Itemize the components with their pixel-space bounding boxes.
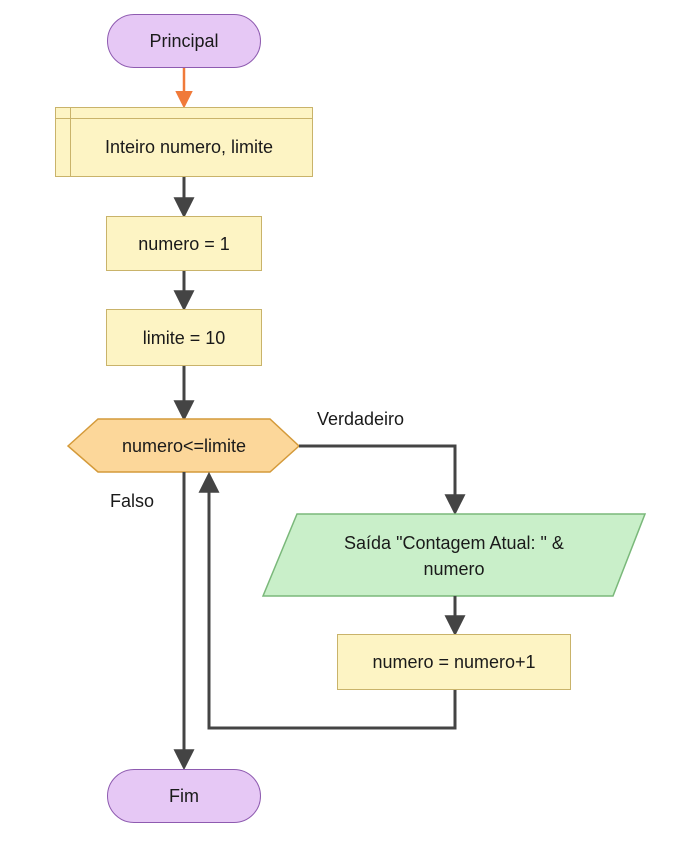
increment-block: numero = numero+1 bbox=[337, 634, 571, 690]
arrow-condition-true-to-output bbox=[299, 444, 466, 516]
start-terminal-label: Principal bbox=[149, 31, 219, 51]
condition-label: numero<=limite bbox=[122, 436, 246, 456]
arrow-increment-loop-back bbox=[198, 471, 457, 730]
increment-label: numero = numero+1 bbox=[372, 652, 536, 672]
assign-limite-block: limite = 10 bbox=[106, 309, 262, 366]
declaration-block: Inteiro numero, limite bbox=[55, 107, 313, 177]
assign-numero-label: numero = 1 bbox=[138, 233, 230, 254]
declaration-label: Inteiro numero, limite bbox=[104, 137, 274, 157]
assign-numero-block: numero = 1 bbox=[106, 216, 262, 271]
declaration-inner-line-h bbox=[56, 118, 312, 119]
output-shape bbox=[261, 513, 647, 597]
start-terminal: Principal bbox=[107, 14, 261, 68]
declaration-inner-line-v bbox=[70, 108, 71, 176]
end-terminal-label: Fim bbox=[169, 786, 199, 806]
edge-label-true: Verdadeiro bbox=[317, 409, 404, 429]
end-terminal: Fim bbox=[107, 769, 261, 823]
output-label-line2: numero bbox=[423, 559, 484, 579]
output-label-line1: Saída "Contagem Atual: " & bbox=[344, 533, 564, 553]
edge-label-false: Falso bbox=[110, 491, 154, 511]
assign-limite-label: limite = 10 bbox=[142, 327, 226, 348]
